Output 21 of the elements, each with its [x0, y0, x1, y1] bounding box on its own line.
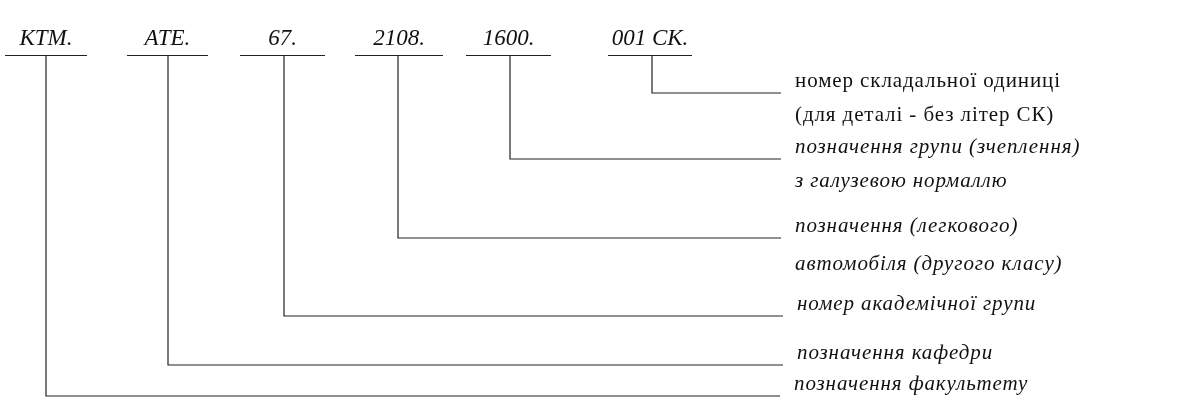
- description-text: з галузевою нормаллю: [795, 168, 1009, 192]
- code-segment: 2108.: [355, 22, 443, 56]
- description-text: позначення кафедри: [797, 340, 994, 364]
- code-segment: 001 СК.: [608, 22, 692, 56]
- code-segment: АТЕ.: [127, 22, 208, 56]
- leader-line: [651, 55, 782, 94]
- description-text: автомобіля (другого класу): [795, 251, 1063, 275]
- description-text: номер складальної одиниці: [795, 68, 1061, 92]
- code-segment: 1600.: [466, 22, 551, 56]
- description-text: номер академічної групи: [797, 291, 1037, 315]
- leader-line: [45, 55, 781, 397]
- description-text: (для деталі - без літер СК): [795, 102, 1056, 126]
- code-segment: КТМ.: [5, 22, 87, 56]
- code-segment: 67.: [240, 22, 325, 56]
- description-text: позначення групи (зчеплення): [795, 134, 1081, 158]
- leader-line: [397, 55, 782, 239]
- leader-line: [283, 55, 784, 317]
- leader-line: [509, 55, 782, 160]
- description-text: позначення факультету: [794, 371, 1029, 395]
- description-text: позначення (легкового): [795, 213, 1020, 237]
- leader-line: [167, 55, 784, 366]
